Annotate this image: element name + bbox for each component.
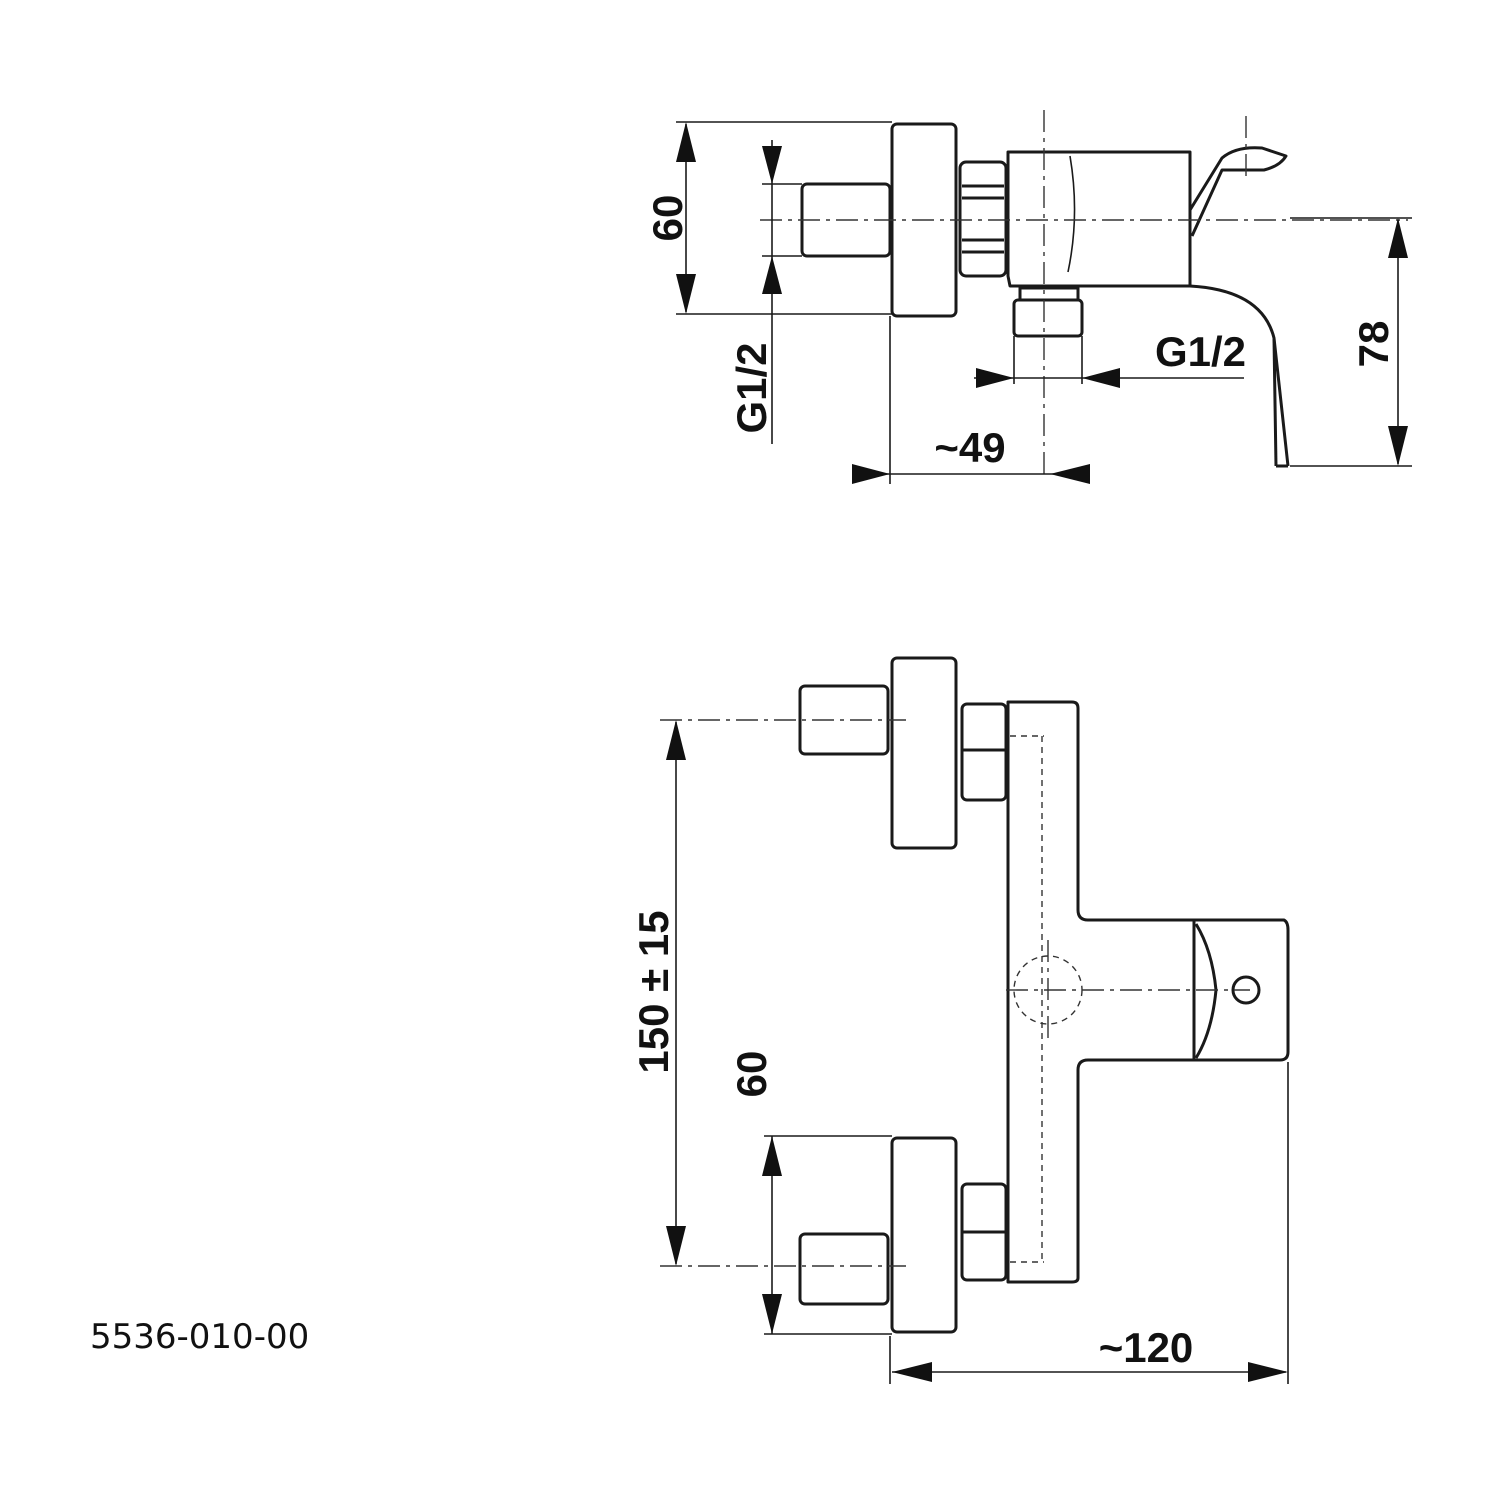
side-outlet: [1012, 286, 1084, 338]
product-code: 5536-010-00: [90, 1317, 309, 1357]
side-lever: [1188, 146, 1290, 467]
side-view: 60 G1/2 G1/2 ~49 78: [644, 110, 1412, 484]
front-lower-stub: [798, 1232, 890, 1306]
front-dim-inlet-spacing: 150 ± 15: [630, 910, 677, 1073]
side-dim-flange-height: 60: [644, 195, 691, 242]
front-lower-nut: [960, 1182, 1008, 1282]
side-union-nut: [958, 160, 1008, 278]
front-upper-nut: [960, 702, 1008, 802]
front-lower-flange: [890, 1136, 958, 1334]
front-dim-total-width: ~120: [1099, 1324, 1194, 1371]
side-dim-depth: ~49: [934, 424, 1005, 471]
side-dim-lever-height: 78: [1350, 321, 1397, 368]
side-dim-outlet-thread: G1/2: [1155, 328, 1246, 375]
front-view: 150 ± 15 60 ~120: [630, 656, 1290, 1384]
front-upper-flange: [890, 656, 958, 850]
front-mixer-body: [1006, 700, 1196, 1284]
front-dim-flange-height: 60: [728, 1051, 775, 1098]
side-mixer-body: [1006, 150, 1192, 288]
side-dim-inlet-thread: G1/2: [728, 342, 775, 433]
